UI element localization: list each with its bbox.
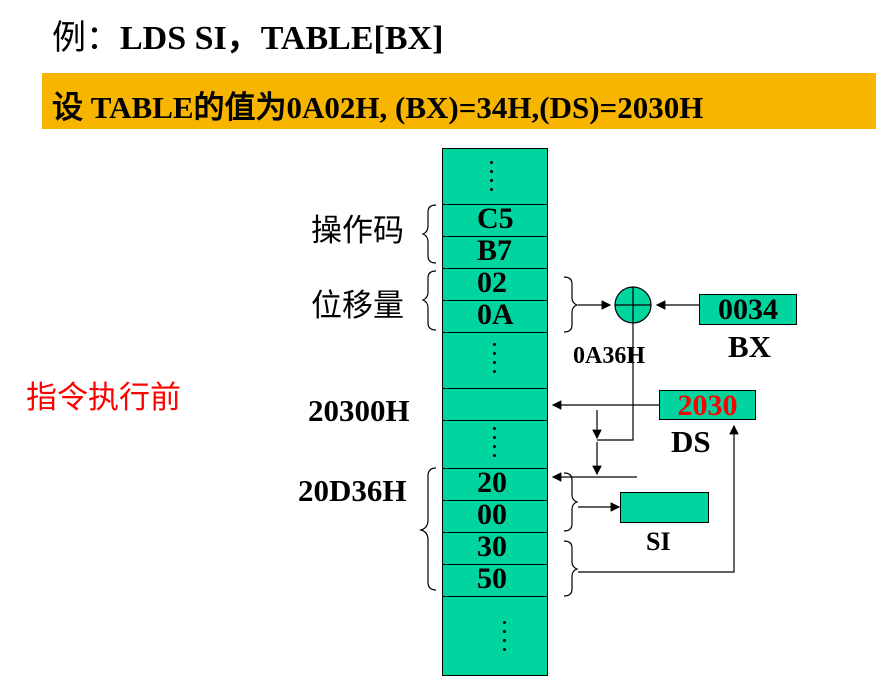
banner-text: 设 TABLE的值为0A02H, (BX)=34H,(DS)=2030H — [52, 90, 704, 125]
ds-register-name: DS — [671, 424, 711, 459]
memory-cell-opcode-1: C5 — [443, 204, 547, 236]
adder-circle-icon — [614, 286, 652, 324]
memory-cell-20300h — [443, 388, 547, 420]
segaddr-right-brace — [563, 472, 579, 532]
title-prefix: 例： — [52, 20, 120, 57]
before-exec-note: 指令执行前 — [26, 380, 181, 415]
page-title: 例：LDS SI，TABLE[BX] — [52, 10, 443, 59]
memory-column: C5 B7 02 0A 20 00 30 50 — [442, 148, 548, 676]
ellipsis-icon — [490, 161, 494, 197]
bx-register: 0034 — [699, 294, 797, 325]
memory-gap-2 — [443, 420, 547, 468]
si-register-name: SI — [646, 527, 671, 556]
memory-cell-opcode-2: B7 — [443, 236, 547, 268]
memory-cell-disp-high: 0A — [443, 300, 547, 332]
ellipsis-icon — [493, 343, 497, 379]
memory-gap-3 — [443, 596, 547, 676]
si-register — [620, 492, 709, 523]
opcode-brace — [421, 204, 437, 264]
address-20d36h-label: 20D36H — [298, 473, 407, 508]
ds-register: 2030 — [659, 390, 756, 421]
memory-gap-1 — [443, 332, 547, 388]
opcode-label: 操作码 — [311, 213, 404, 248]
memory-cell-20d39h: 50 — [443, 564, 547, 596]
address-20300h-label: 20300H — [308, 393, 410, 428]
displacement-brace — [421, 270, 437, 331]
condition-banner: 设 TABLE的值为0A02H, (BX)=34H,(DS)=2030H — [42, 73, 876, 129]
seg-right-brace — [563, 540, 579, 597]
ellipsis-icon — [493, 427, 497, 463]
memory-cell-20d37h: 00 — [443, 500, 547, 532]
memory-cell-disp-low: 02 — [443, 268, 547, 300]
displacement-label: 位移量 — [311, 288, 404, 323]
address-brace — [418, 467, 437, 591]
disp-right-brace — [563, 276, 579, 333]
memory-cell-20d38h: 30 — [443, 532, 547, 564]
bx-register-name: BX — [728, 329, 772, 364]
ellipsis-icon — [503, 621, 507, 657]
title-text: LDS SI，TABLE[BX] — [120, 20, 444, 57]
memory-cell-20d36h: 20 — [443, 468, 547, 500]
